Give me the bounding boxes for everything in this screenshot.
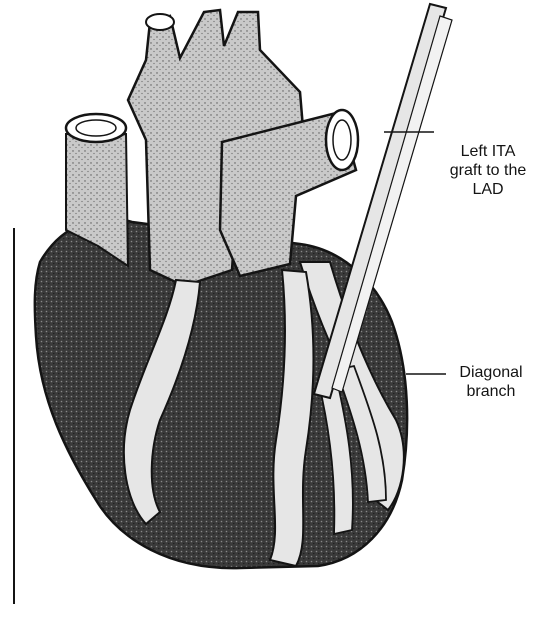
ita-label-line-1: Left ITA [440,142,536,161]
diagonal-branch-label: Diagonal branch [446,363,536,401]
diag-label-line-2: branch [446,382,536,401]
left-ita-graft-label: Left ITA graft to the LAD [440,142,536,199]
diag-label-line-1: Diagonal [446,363,536,382]
ita-label-line-3: LAD [440,180,536,199]
ita-label-line-2: graft to the [440,161,536,180]
